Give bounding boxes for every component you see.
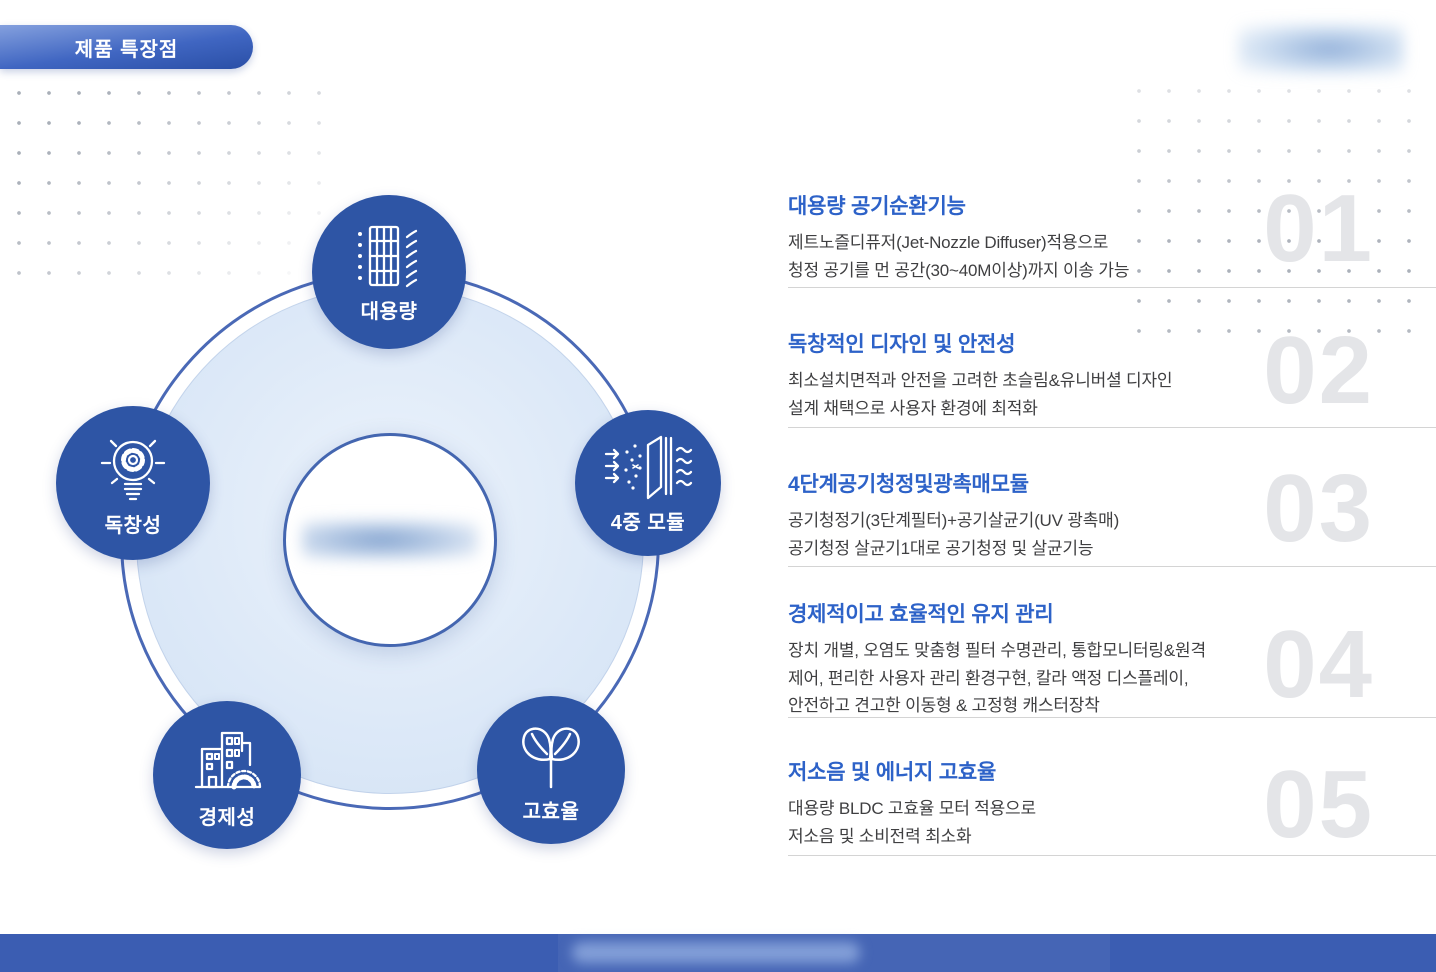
section-title-label: 제품 특장점 <box>74 38 179 61</box>
feature-number: 03 <box>1263 455 1374 562</box>
node-label: 대용량 <box>360 300 418 323</box>
feature-body: 제트노즐디퓨저(Jet-Nozzle Diffuser)적용으로 청정 공기를 … <box>788 233 1130 280</box>
air-filter-flow-icon <box>351 221 427 291</box>
dot-pattern-top-left <box>4 78 334 296</box>
feature-number: 02 <box>1263 317 1374 424</box>
diagram-node-economy: 경제성 <box>153 701 301 849</box>
feature-title: 독창적인 디자인 및 안전성 <box>788 333 1016 356</box>
node-label: 4중 모듈 <box>610 511 686 534</box>
feature-item-2: 독창적인 디자인 및 안전성 최소설치면적과 안전을 고려한 초슬림&유니버셜 … <box>788 317 1436 428</box>
feature-title: 4단계공기청정및광촉매모듈 <box>788 473 1029 496</box>
company-logo-blurred <box>1238 24 1404 74</box>
center-logo-blurred <box>302 520 478 560</box>
diagram-node-large-capacity: 대용량 <box>312 195 466 349</box>
node-label: 독창성 <box>104 514 162 537</box>
feature-body: 대용량 BLDC 고효율 모터 적용으로 저소음 및 소비전력 최소화 <box>788 799 1036 846</box>
feature-title: 저소음 및 에너지 고효율 <box>788 761 997 784</box>
diagram-node-high-efficiency: 고효율 <box>477 696 625 844</box>
footer-bar <box>0 934 1436 972</box>
sprout-leaf-icon <box>514 717 588 791</box>
feature-body: 공기청정기(3단계필터)+공기살균기(UV 광촉매) 공기청정 살균기1대로 공… <box>788 511 1120 558</box>
feature-number: 04 <box>1263 611 1374 718</box>
feature-item-1: 대용량 공기순환기능 제트노즐디퓨저(Jet-Nozzle Diffuser)적… <box>788 175 1436 288</box>
feature-item-4: 경제적이고 효율적인 유지 관리 장치 개별, 오염도 맞춤형 필터 수명관리,… <box>788 598 1436 718</box>
diagram-center-circle <box>283 433 497 647</box>
feature-body: 장치 개별, 오염도 맞춤형 필터 수명관리, 통합모니터링&원격 제어, 편리… <box>788 641 1206 716</box>
feature-body: 최소설치면적과 안전을 고려한 초슬림&유니버셜 디자인 설계 채택으로 사용자… <box>788 371 1173 418</box>
node-label: 경제성 <box>198 806 256 829</box>
footer-text-blurred <box>572 942 860 963</box>
lightbulb-gear-icon <box>94 429 172 505</box>
feature-item-5: 저소음 및 에너지 고효율 대용량 BLDC 고효율 모터 적용으로 저소음 및… <box>788 756 1436 856</box>
section-title-badge: 제품 특장점 <box>0 25 253 69</box>
feature-number: 01 <box>1263 175 1374 282</box>
diagram-node-4layer-module: 4중 모듈 <box>575 410 721 556</box>
filter-layers-icon <box>602 432 694 502</box>
buildings-gauge-icon <box>188 721 266 797</box>
feature-title: 대용량 공기순환기능 <box>788 195 966 218</box>
node-label: 고효율 <box>522 800 580 823</box>
dot-pattern-top-edge-right <box>1138 0 1368 6</box>
dot-pattern-top-edge-left <box>236 0 576 6</box>
diagram-node-originality: 독창성 <box>56 406 210 560</box>
feature-title: 경제적이고 효율적인 유지 관리 <box>788 603 1054 626</box>
feature-number: 05 <box>1263 751 1374 858</box>
feature-item-3: 4단계공기청정및광촉매모듈 공기청정기(3단계필터)+공기살균기(UV 광촉매)… <box>788 455 1436 567</box>
